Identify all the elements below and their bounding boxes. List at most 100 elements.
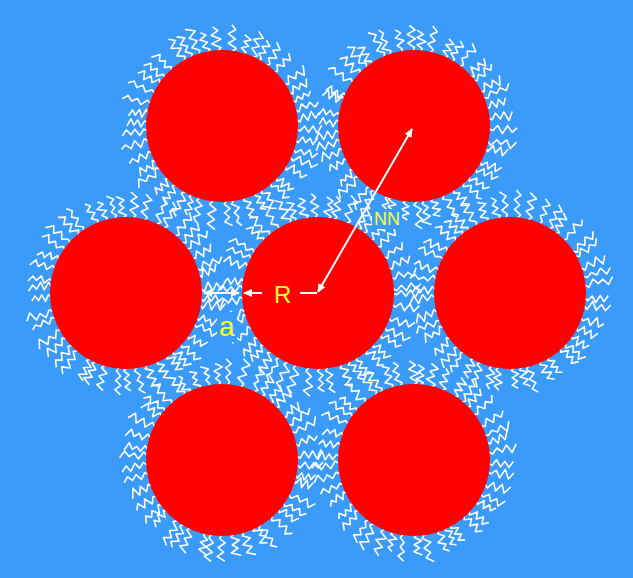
ligand: [428, 26, 438, 54]
ligand: [221, 297, 245, 307]
ligand: [319, 109, 341, 116]
ligand: [486, 98, 506, 108]
ligand: [354, 519, 370, 543]
particle-core: [338, 384, 490, 536]
ligand: [277, 176, 295, 190]
ligand: [97, 202, 107, 222]
ligand: [444, 221, 463, 237]
ligand: [407, 26, 415, 53]
ligand-chains: [27, 25, 613, 562]
ligand: [414, 200, 422, 229]
ligand: [464, 514, 482, 531]
ligand: [295, 137, 318, 145]
ligand: [441, 346, 459, 368]
ligand: [242, 35, 252, 55]
ligand: [484, 482, 510, 493]
ligand: [28, 282, 52, 291]
ligand: [116, 197, 126, 220]
ligand: [143, 396, 165, 412]
ligand: [515, 190, 521, 219]
ligand: [341, 170, 355, 187]
ligand: [340, 363, 352, 387]
ligand: [286, 203, 296, 223]
ligand: [115, 367, 121, 395]
ligand: [177, 37, 193, 59]
ligand: [526, 193, 536, 221]
ligand: [438, 530, 450, 551]
ligand: [251, 31, 263, 58]
ligand: [426, 363, 438, 387]
ligand: [388, 317, 415, 327]
ligand: [279, 508, 299, 522]
ligand: [124, 443, 149, 452]
ligand: [32, 295, 52, 302]
ligand: [576, 326, 598, 338]
ligand: [295, 473, 316, 480]
ligand: [322, 149, 344, 162]
ligand: [469, 175, 489, 189]
ligand: [120, 451, 149, 459]
ligand: [124, 473, 149, 483]
ligand: [173, 212, 191, 236]
ligand: [106, 196, 116, 220]
ligand: [56, 345, 74, 367]
ligand: [265, 42, 280, 66]
ligand: [124, 367, 131, 391]
ligand: [367, 372, 382, 394]
ligand: [260, 375, 274, 397]
ligand: [274, 53, 291, 73]
ligand: [283, 65, 305, 84]
ligand: [271, 181, 289, 198]
ligand: [178, 376, 190, 394]
ligand: [296, 112, 320, 123]
ligand: [185, 29, 200, 56]
ligand: [290, 416, 315, 432]
ligand: [417, 30, 426, 52]
ligand: [321, 484, 344, 495]
ligand: [417, 321, 442, 334]
ligand: [214, 364, 222, 387]
ligand: [97, 364, 107, 390]
ligand: [563, 220, 583, 241]
ligand: [553, 213, 566, 233]
ligand: [139, 168, 162, 188]
ligand: [296, 449, 321, 459]
ligand: [425, 326, 445, 343]
ligand: [318, 367, 325, 392]
ligand: [358, 375, 377, 397]
ligand: [414, 534, 422, 555]
ligand: [491, 198, 501, 221]
ligand: [393, 363, 402, 388]
ligand: [189, 372, 200, 390]
ligand: [228, 25, 236, 53]
ligand: [128, 413, 155, 428]
ligand: [303, 367, 312, 397]
ligand: [488, 460, 514, 468]
ligand: [141, 194, 152, 221]
ligand: [294, 102, 318, 112]
ligand: [479, 75, 500, 91]
ligand: [431, 198, 440, 217]
ligand: [200, 295, 223, 302]
ligand: [330, 159, 348, 171]
ligand: [459, 43, 476, 67]
ligand: [167, 354, 183, 370]
ligand: [520, 366, 531, 386]
ligand: [316, 139, 341, 150]
ligand: [348, 359, 363, 379]
ligand: [186, 231, 208, 249]
ligand: [582, 268, 610, 278]
ligand: [130, 192, 139, 219]
ligand: [242, 531, 256, 555]
ligand: [488, 126, 517, 134]
gap-arrow: [204, 292, 239, 294]
ligand: [388, 532, 397, 552]
ligand: [122, 129, 148, 136]
ligand: [398, 533, 404, 561]
radius-label: R: [272, 282, 293, 308]
ligand: [125, 429, 151, 440]
particle-core: [338, 50, 490, 202]
ligand: [395, 30, 404, 53]
ligand: [291, 91, 310, 102]
